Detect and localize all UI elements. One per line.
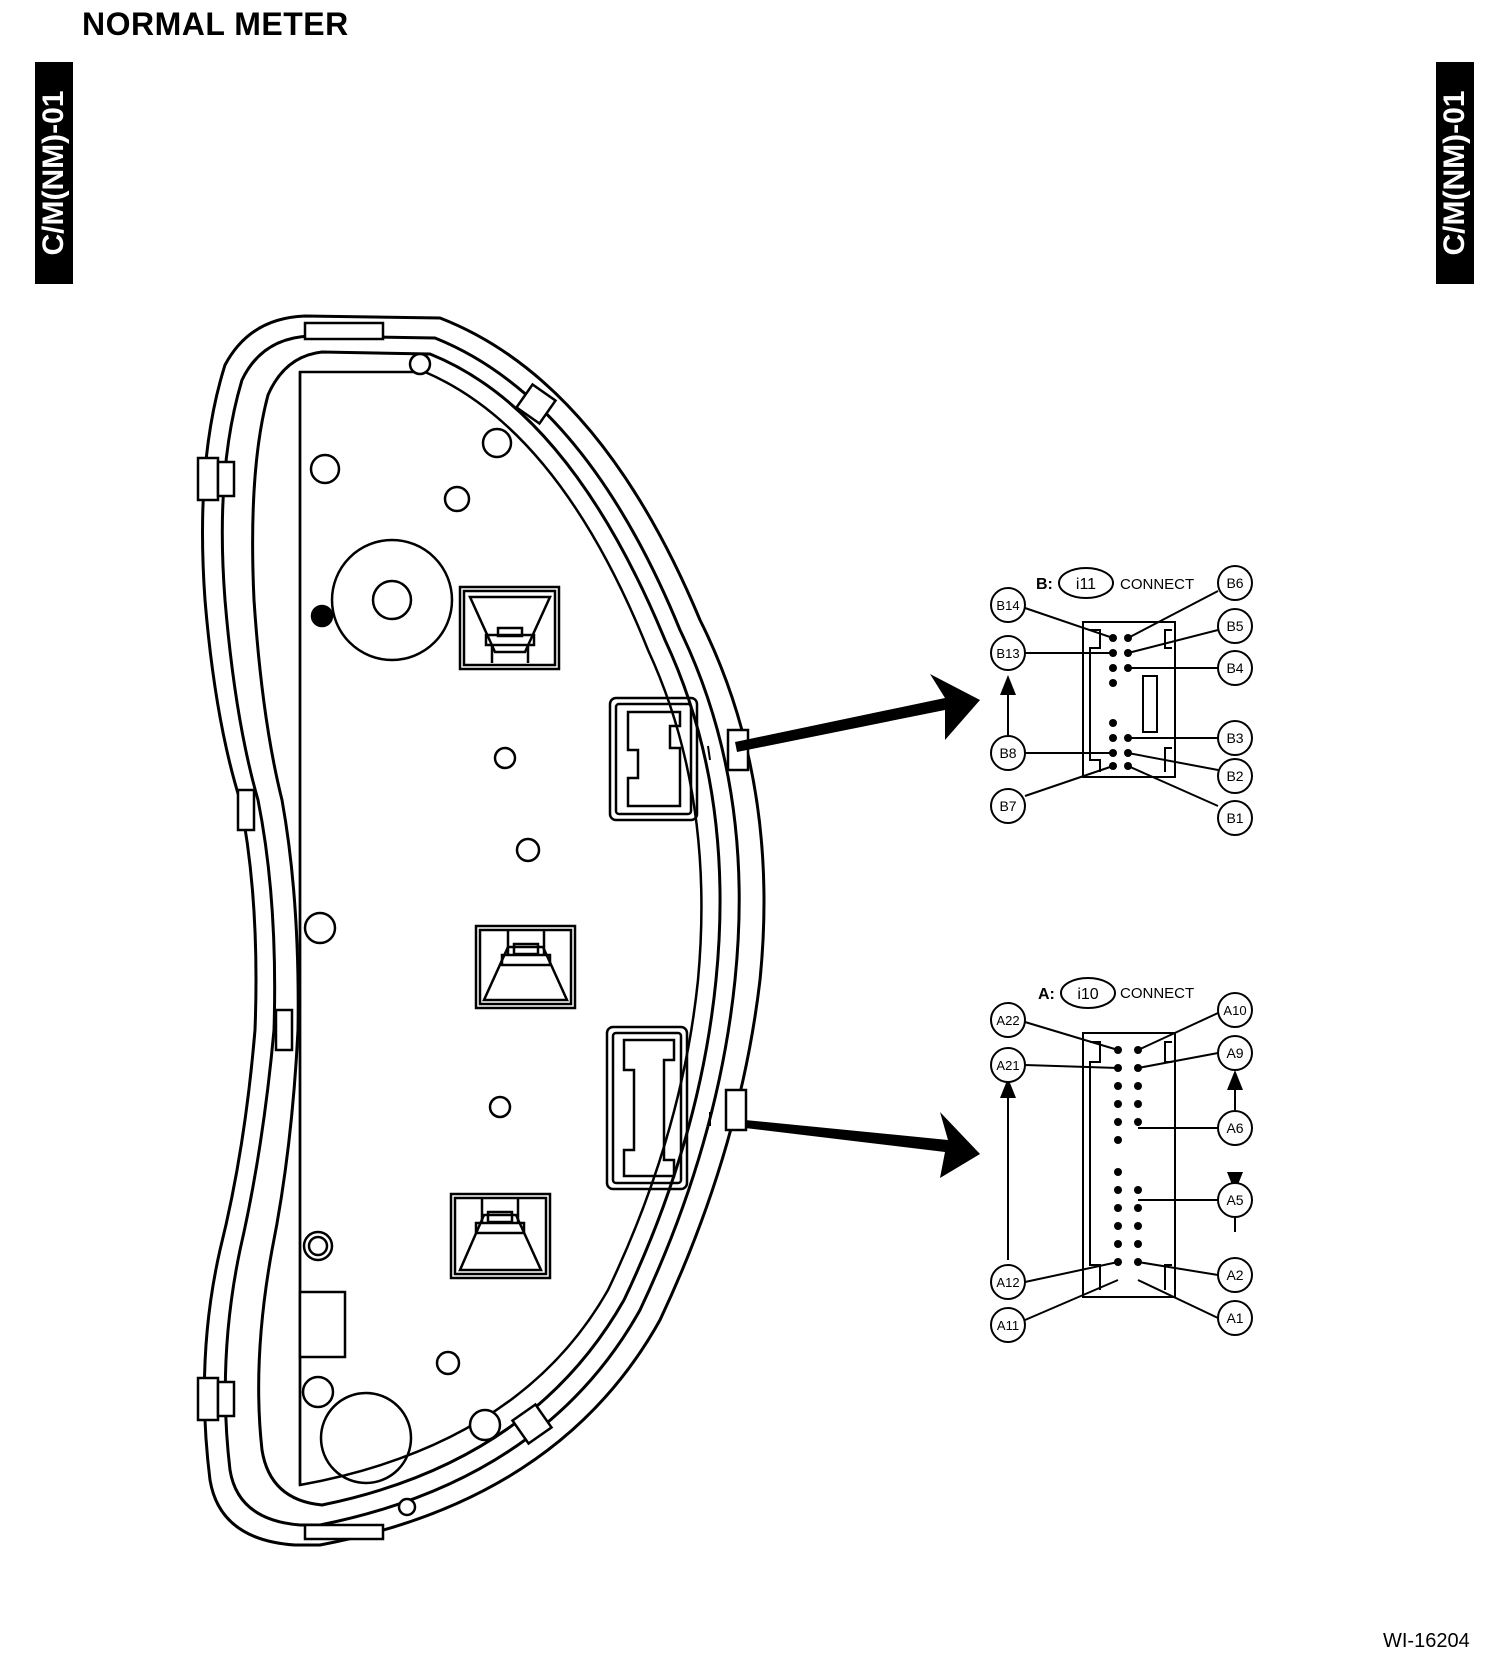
board-block xyxy=(298,1290,347,1359)
pin-label-a1: A1 xyxy=(1226,1310,1243,1326)
connector-a-suffix: CONNECT xyxy=(1120,985,1194,1002)
section-tab-left: C/M(NM)-01 xyxy=(35,62,73,284)
page-title: NORMAL METER xyxy=(82,6,349,42)
connector-a-leaders xyxy=(1000,1012,1243,1321)
bulb-socket-3 xyxy=(449,1192,552,1280)
pin-label-b3: B3 xyxy=(1226,730,1243,746)
pin-label-b6: B6 xyxy=(1226,575,1243,591)
connector-a-labels: A22 A21 A12 A11 A10 A9 A6 A5 A2 A1 xyxy=(990,992,1253,1343)
pin-label-a21: A21 xyxy=(996,1058,1019,1073)
pin-label-b7: B7 xyxy=(999,798,1016,814)
connector-b-id-oval xyxy=(1058,567,1114,599)
pin-label-b8: B8 xyxy=(999,745,1016,761)
pin-label-a5: A5 xyxy=(1226,1192,1243,1208)
connector-a-view: A: i10 CONNECT xyxy=(990,977,1253,1343)
pin-label-b13: B13 xyxy=(996,646,1019,661)
connector-b-housing xyxy=(1082,621,1176,778)
section-tab-right: C/M(NM)-01 xyxy=(1436,62,1474,284)
bulb-socket-1 xyxy=(458,585,561,671)
pin-label-a10: A10 xyxy=(1223,1003,1246,1018)
connector-b-leaders xyxy=(1000,590,1219,807)
connector-a-housing xyxy=(1082,1032,1176,1298)
gauge-top xyxy=(310,538,454,662)
meter-connector-b xyxy=(608,696,699,822)
connector-a-id: i10 xyxy=(1077,986,1098,1003)
figure-id: WI-16204 xyxy=(1383,1630,1470,1652)
pin-label-a22: A22 xyxy=(996,1013,1019,1028)
pin-label-a11: A11 xyxy=(997,1318,1019,1333)
pin-label-b5: B5 xyxy=(1226,618,1243,634)
bulb-socket-2 xyxy=(474,924,577,1010)
pin-label-a2: A2 xyxy=(1226,1267,1243,1283)
connector-a-prefix: A: xyxy=(1038,986,1055,1003)
connector-b-id: i11 xyxy=(1076,576,1096,593)
pin-label-b4: B4 xyxy=(1226,660,1243,676)
pin-label-b1: B1 xyxy=(1226,810,1243,826)
pointer-arrows xyxy=(707,674,980,1178)
pin-label-a9: A9 xyxy=(1226,1045,1243,1061)
pin-label-b2: B2 xyxy=(1226,768,1243,784)
mounting-holes xyxy=(301,352,541,1517)
connector-b-suffix: CONNECT xyxy=(1120,576,1194,593)
pin-label-a12: A12 xyxy=(996,1275,1019,1290)
connector-a-id-oval xyxy=(1060,977,1116,1009)
pin-label-a6: A6 xyxy=(1226,1120,1243,1136)
pin-label-b14: B14 xyxy=(996,598,1019,613)
connector-b-prefix: B: xyxy=(1036,576,1053,593)
housing-clips xyxy=(196,321,750,1541)
connector-b-pins xyxy=(1109,634,1132,770)
connector-a-pins xyxy=(1114,1046,1142,1266)
gauge-bottom xyxy=(319,1391,413,1485)
connector-b-view: B: i11 CONNECT xyxy=(990,565,1253,836)
connector-b-labels: B14 B13 B8 B7 B6 B5 B4 B3 B2 B1 xyxy=(990,565,1253,836)
meter-connector-a xyxy=(605,1025,689,1191)
